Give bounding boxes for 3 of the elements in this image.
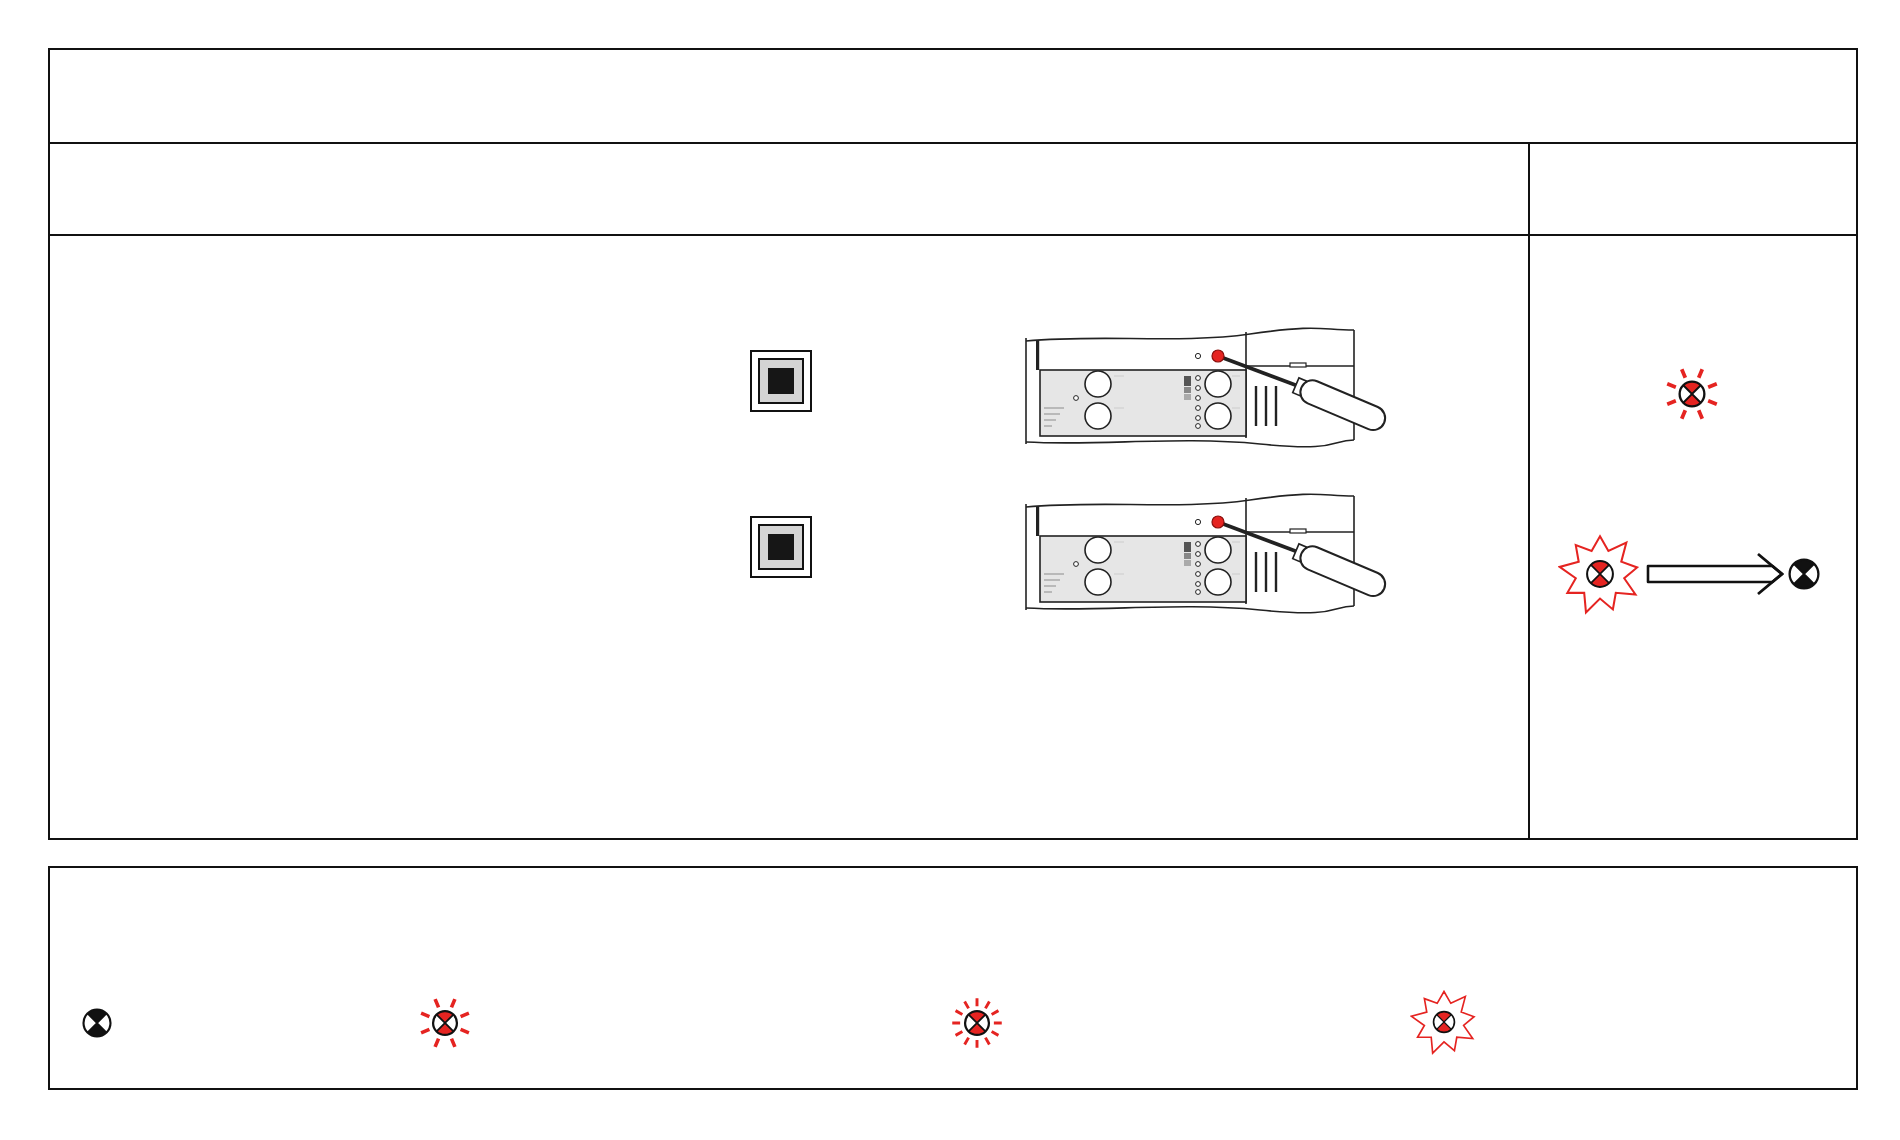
led-burst-icon [1558, 532, 1642, 616]
led-icon [1788, 558, 1820, 590]
double-arrow [1646, 552, 1784, 596]
